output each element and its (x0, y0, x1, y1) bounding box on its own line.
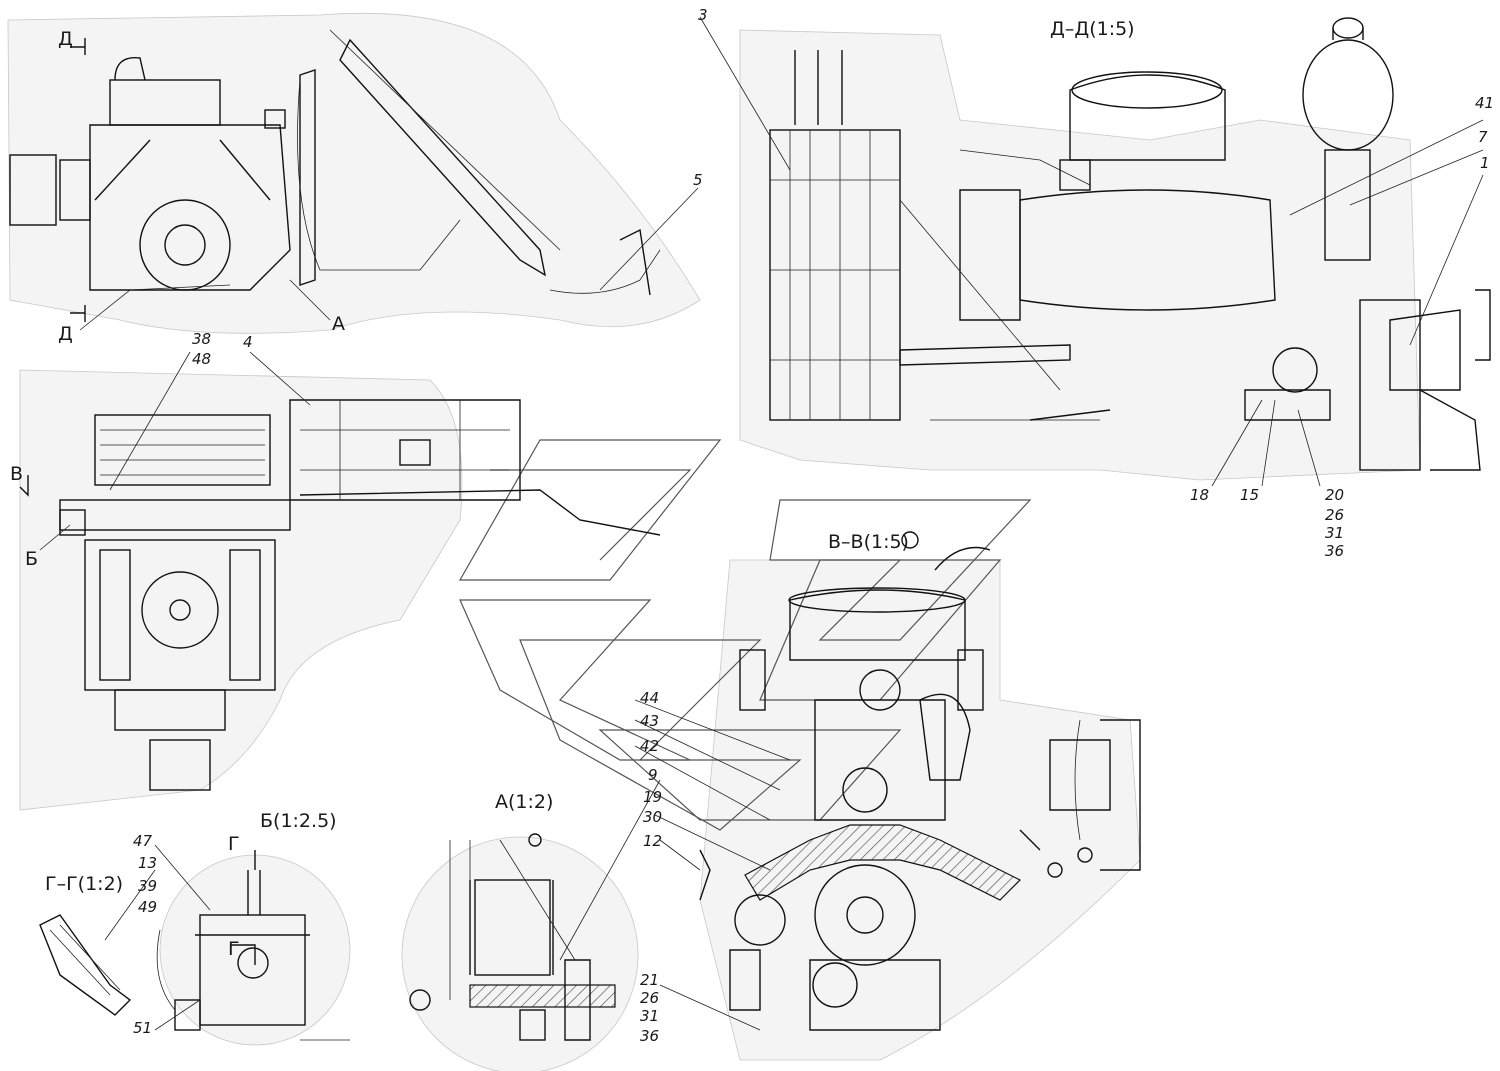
cut-d-top: Д (58, 28, 73, 50)
call-a: А (332, 313, 345, 335)
callout-19: 19 (643, 788, 662, 806)
callout-49: 49 (138, 898, 157, 916)
callout-21: 21 (640, 971, 659, 989)
view-rotated-mark (901, 531, 919, 549)
callout-36b: 36 (640, 1027, 659, 1045)
callout-41: 41 (1475, 94, 1494, 112)
call-b: Б (25, 548, 38, 570)
callout-numbers: 3 5 4 38 48 41 7 1 18 15 20 26 31 36 44 … (133, 6, 1494, 1045)
title-section-vv: В–В(1:5) (828, 531, 909, 553)
callout-31a: 31 (1325, 524, 1344, 542)
callout-20: 20 (1325, 486, 1344, 504)
title-detail-b: Б(1:2.5) (260, 810, 337, 832)
callout-48: 48 (192, 350, 211, 368)
callout-13: 13 (138, 854, 157, 872)
callout-30: 30 (643, 808, 662, 826)
front-view-engine (9, 29, 661, 296)
callout-5: 5 (693, 171, 703, 189)
cut-marks (19, 38, 256, 965)
callout-12: 12 (643, 832, 662, 850)
callout-7: 7 (1478, 128, 1488, 146)
title-detail-a: А(1:2) (495, 791, 553, 813)
callout-18: 18 (1190, 486, 1209, 504)
title-section-gg: Г–Г(1:2) (45, 873, 123, 895)
title-section-dd: Д–Д(1:5) (1050, 18, 1135, 40)
cut-v-left: В (10, 463, 23, 485)
callout-26b: 26 (640, 989, 659, 1007)
section-dd-engine (769, 17, 1491, 471)
callout-1: 1 (1480, 154, 1490, 172)
callout-3: 3 (698, 6, 708, 24)
cut-g-side: Г (228, 938, 240, 960)
background-zones (7, 12, 1421, 1071)
callout-47: 47 (133, 832, 153, 850)
callout-15: 15 (1240, 486, 1259, 504)
callout-4: 4 (243, 333, 253, 351)
section-vv-engine (699, 546, 1141, 1031)
callout-43: 43 (640, 712, 659, 730)
callout-39: 39 (138, 877, 157, 895)
callout-26a: 26 (1325, 506, 1344, 524)
callout-42: 42 (640, 737, 659, 755)
callout-31b: 31 (640, 1007, 659, 1025)
detail-b (156, 870, 350, 1041)
top-view-engine (59, 399, 661, 791)
callout-38: 38 (192, 330, 211, 348)
callout-44: 44 (640, 689, 659, 707)
detail-a (409, 833, 616, 1041)
leader-lines (39, 16, 1484, 1031)
cut-g-top: Г (228, 833, 240, 855)
cut-d-bottom: Д (58, 323, 73, 345)
section-gg (39, 914, 132, 1016)
callout-9: 9 (648, 766, 658, 784)
callout-36a: 36 (1325, 542, 1344, 560)
callout-51: 51 (133, 1019, 152, 1037)
